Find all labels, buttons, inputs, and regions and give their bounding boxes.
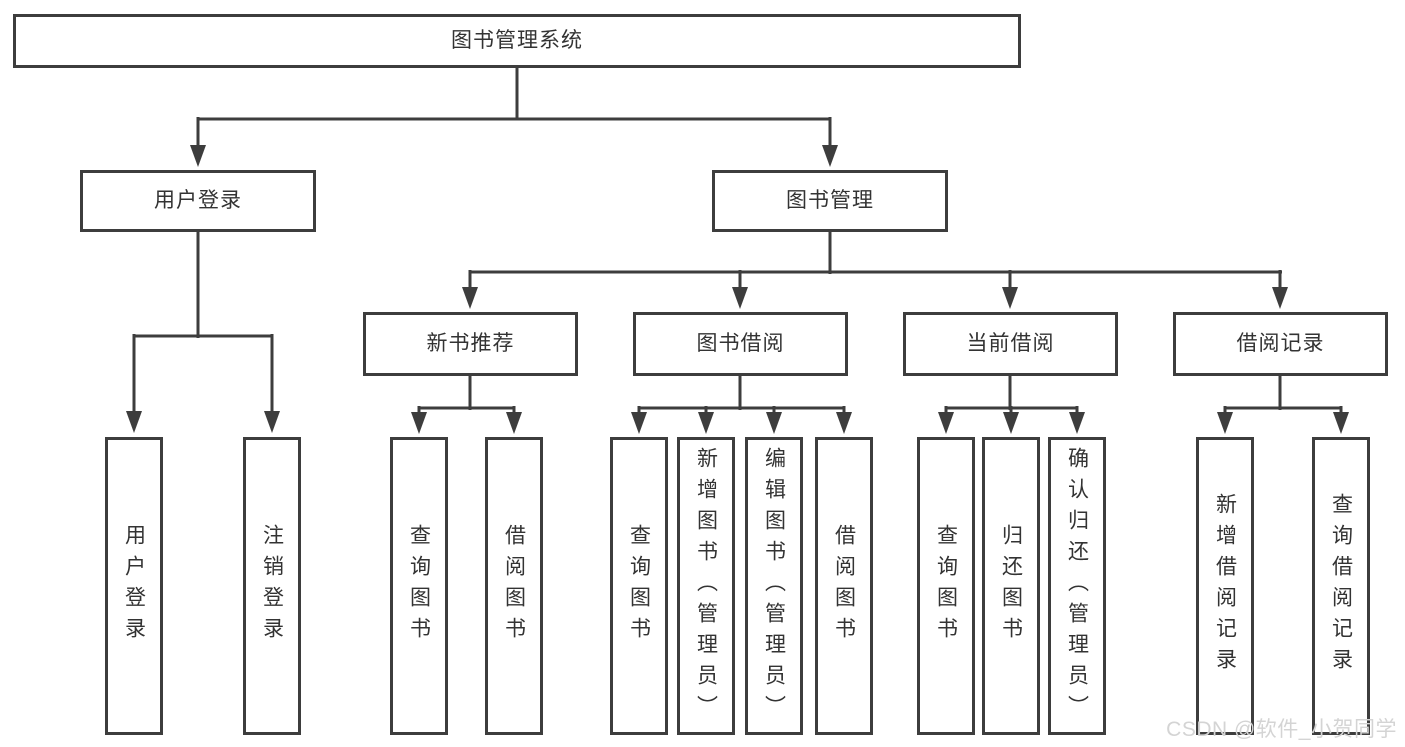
leaf-nbr-query-books: 查询图书 xyxy=(390,437,448,735)
leaf-br-query-borrow-record: 查询借阅记录 xyxy=(1312,437,1370,735)
leaf-cb-return-books: 归还图书 xyxy=(982,437,1040,735)
node-library-management-system-label: 图书管理系统 xyxy=(451,28,583,52)
leaf-bb-query-books-label: 查询图书 xyxy=(627,524,651,648)
node-borrowing-records-label: 借阅记录 xyxy=(1236,331,1325,355)
leaf-user-login-label: 用户登录 xyxy=(122,524,146,648)
node-user-login: 用户登录 xyxy=(80,170,316,232)
connector-new-book-recommendation xyxy=(411,376,522,434)
node-book-management-label: 图书管理 xyxy=(786,188,874,212)
node-book-borrowing: 图书借阅 xyxy=(633,312,848,376)
connector-borrowing-records xyxy=(1217,376,1349,434)
leaf-cb-query-books: 查询图书 xyxy=(917,437,975,735)
leaf-cb-confirm-return-admin-label: 确认归还（管理员） xyxy=(1065,446,1089,726)
leaf-br-query-borrow-record-label: 查询借阅记录 xyxy=(1329,493,1353,679)
leaf-bb-edit-book-admin: 编辑图书（管理员） xyxy=(745,437,803,735)
connector-current-borrowing xyxy=(938,376,1085,434)
leaf-nbr-borrow-books-label: 借阅图书 xyxy=(502,524,526,648)
leaf-bb-borrow-books: 借阅图书 xyxy=(815,437,873,735)
leaf-logout: 注销登录 xyxy=(243,437,301,735)
node-library-management-system: 图书管理系统 xyxy=(13,14,1021,68)
connector-root xyxy=(190,68,838,167)
leaf-br-add-borrow-record-label: 新增借阅记录 xyxy=(1213,493,1237,679)
leaf-bb-edit-book-admin-label: 编辑图书（管理员） xyxy=(762,446,786,726)
leaf-cb-confirm-return-admin: 确认归还（管理员） xyxy=(1048,437,1106,735)
leaf-nbr-query-books-label: 查询图书 xyxy=(407,524,431,648)
node-user-login-label: 用户登录 xyxy=(154,188,242,212)
leaf-nbr-borrow-books: 借阅图书 xyxy=(485,437,543,735)
connector-user-login xyxy=(126,232,280,433)
leaf-cb-return-books-label: 归还图书 xyxy=(999,524,1023,648)
leaf-user-login: 用户登录 xyxy=(105,437,163,735)
node-new-book-recommendation-label: 新书推荐 xyxy=(426,331,515,355)
leaf-bb-add-book-admin: 新增图书（管理员） xyxy=(677,437,735,735)
node-current-borrowing-label: 当前借阅 xyxy=(966,331,1055,355)
connector-book-management xyxy=(462,232,1288,309)
leaf-bb-add-book-admin-label: 新增图书（管理员） xyxy=(694,446,718,726)
leaf-bb-borrow-books-label: 借阅图书 xyxy=(832,524,856,648)
connector-book-borrowing xyxy=(631,376,852,434)
node-book-borrowing-label: 图书借阅 xyxy=(696,331,785,355)
leaf-bb-query-books: 查询图书 xyxy=(610,437,668,735)
leaf-cb-query-books-label: 查询图书 xyxy=(934,524,958,648)
leaf-br-add-borrow-record: 新增借阅记录 xyxy=(1196,437,1254,735)
node-current-borrowing: 当前借阅 xyxy=(903,312,1118,376)
node-borrowing-records: 借阅记录 xyxy=(1173,312,1388,376)
node-new-book-recommendation: 新书推荐 xyxy=(363,312,578,376)
leaf-logout-label: 注销登录 xyxy=(260,524,284,648)
csdn-watermark: CSDN @软件_小贺同学 xyxy=(1166,718,1397,741)
node-book-management: 图书管理 xyxy=(712,170,948,232)
